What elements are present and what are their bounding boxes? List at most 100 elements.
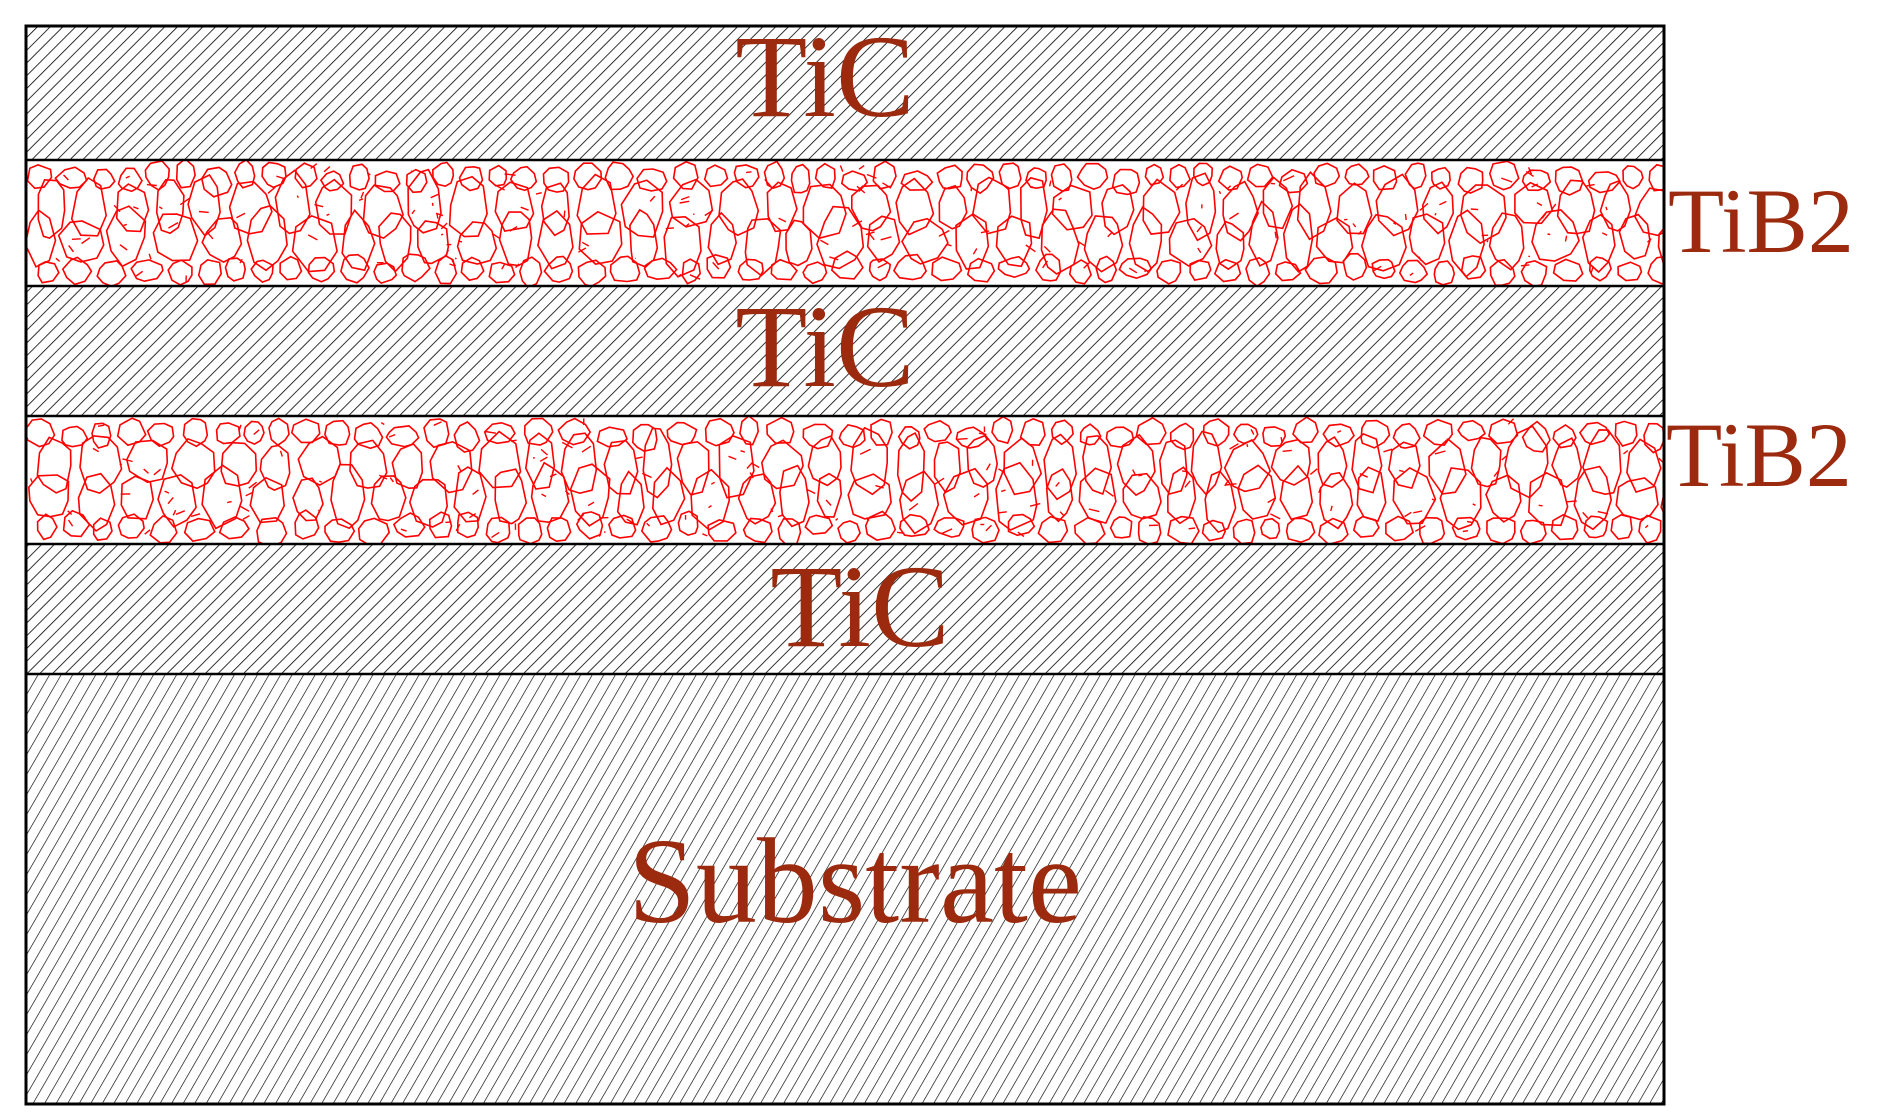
- tib2-grain-boundary: [123, 223, 128, 227]
- tib2-grain: [1292, 416, 1319, 444]
- tib2-grain: [966, 434, 999, 488]
- tib2-grain-boundary: [253, 429, 260, 436]
- tib2-grain-boundary: [1536, 202, 1543, 207]
- tib2-grain-boundary: [236, 212, 246, 219]
- tib2-grain: [1643, 422, 1664, 454]
- tib2-grain: [1428, 438, 1467, 495]
- tib2-grain-boundary: [248, 481, 258, 489]
- tib2-grain: [1192, 162, 1214, 187]
- tib2-grain-boundary: [1501, 177, 1513, 183]
- tib2-grain: [997, 255, 1031, 279]
- tib2-grain: [61, 256, 93, 286]
- tib2-grain-boundary: [563, 210, 566, 218]
- tib2-grain: [1322, 423, 1355, 448]
- tib2-grain: [279, 255, 303, 281]
- tib2-grain: [149, 514, 178, 544]
- tib2-grain-boundary: [875, 484, 884, 489]
- tib2-grains-lower: [26, 416, 1664, 544]
- tib2-grain-boundary: [978, 432, 987, 436]
- layer-boundaries: [26, 158, 1664, 676]
- tib2-grain-boundary: [634, 456, 643, 460]
- tib2-grain: [900, 170, 934, 191]
- tib2-grain: [1201, 519, 1227, 542]
- tib2-grain: [1392, 422, 1421, 449]
- tib2-grain-boundary: [1138, 474, 1143, 477]
- tib2-grain: [1318, 517, 1349, 544]
- tib2-grain: [676, 440, 710, 496]
- tib2-grain-boundary: [603, 531, 606, 534]
- tib2-grain-boundary: [1132, 469, 1136, 475]
- tib2-grain: [453, 466, 487, 523]
- tib2-grain: [1078, 467, 1117, 525]
- tib2-grain: [62, 509, 91, 538]
- tib2-grain: [1521, 420, 1551, 453]
- tib2-grain-boundary: [1274, 231, 1277, 239]
- tib2-grain: [1223, 438, 1272, 493]
- tib2-grain: [1457, 419, 1486, 442]
- tib2-grain-boundary: [665, 227, 675, 230]
- tib2-grain: [488, 164, 508, 187]
- tib2-grain: [596, 426, 628, 448]
- tib2-grain-boundary: [457, 465, 463, 473]
- tib2-grain: [998, 162, 1022, 190]
- tib2-grain-boundary: [164, 490, 170, 494]
- tib2-grain: [1128, 205, 1163, 273]
- tib2-grain: [850, 426, 889, 496]
- tib2-grain: [1588, 256, 1612, 282]
- tib2-grain-boundary: [1393, 222, 1397, 225]
- tib2-grain: [643, 257, 678, 281]
- tib2-grain: [1122, 472, 1162, 520]
- tib2-grain: [54, 166, 88, 189]
- tib2-grain: [1169, 163, 1192, 189]
- tib2-grain: [268, 417, 290, 447]
- tib2-grain: [274, 169, 311, 235]
- tib2-grain-boundary: [1409, 272, 1414, 276]
- tib2-grain-boundary: [1470, 208, 1479, 211]
- tib2-grain: [642, 427, 673, 499]
- tib2-grain-boundary: [998, 511, 1007, 514]
- tib2-grain: [1657, 226, 1664, 268]
- tib2-grain: [1082, 434, 1113, 496]
- tib2-grain: [456, 511, 480, 539]
- tib2-grain-boundary: [1246, 444, 1249, 448]
- tib2-grain-boundary: [436, 213, 439, 219]
- tib2-grain-boundary: [1282, 449, 1292, 452]
- tib2-grain-boundary: [1605, 206, 1608, 211]
- tib2-grain-boundary: [509, 226, 518, 232]
- tib2-grain: [1007, 513, 1036, 537]
- tib2-grain-boundary: [1083, 261, 1091, 269]
- tib2-grain: [448, 175, 488, 238]
- tib2-grain: [1190, 430, 1223, 496]
- tib2-grain: [1448, 209, 1485, 278]
- tib2-grain: [36, 436, 72, 494]
- tib2-grain: [92, 168, 116, 190]
- tib2-grain-boundary: [825, 499, 832, 506]
- tib2-grain: [374, 170, 401, 193]
- tib2-grain: [483, 421, 516, 445]
- tib2-grain: [1504, 425, 1549, 499]
- tib2-grain: [96, 260, 127, 286]
- tib2-grain-boundary: [1283, 175, 1295, 182]
- tib2-grain: [408, 478, 449, 528]
- tib2-grain: [1578, 421, 1611, 446]
- tib2-grain: [341, 208, 376, 272]
- tib2-grain: [933, 517, 965, 538]
- tib2-grain: [1111, 168, 1141, 196]
- tib2-grain-boundary: [1372, 265, 1382, 272]
- tib2-grain: [1488, 418, 1519, 445]
- tib2-grain-boundary: [1507, 418, 1515, 425]
- tib2-grain: [1050, 163, 1073, 192]
- tib2-grain-boundary: [430, 193, 440, 199]
- tib2-grain: [1360, 419, 1391, 449]
- tib2-grain: [1144, 163, 1165, 186]
- tib2-grain: [1618, 213, 1651, 260]
- tib2-grain: [718, 178, 760, 237]
- tib2-grain: [923, 419, 953, 443]
- tib2-grain: [1025, 167, 1048, 190]
- tib2-grain: [1485, 474, 1522, 523]
- tib2-grain-boundary: [135, 270, 144, 277]
- tib2-grain: [117, 167, 143, 193]
- tib2-grain: [1217, 165, 1244, 191]
- tib2-grain-boundary: [411, 209, 416, 215]
- tib2-grain-boundary: [677, 273, 682, 278]
